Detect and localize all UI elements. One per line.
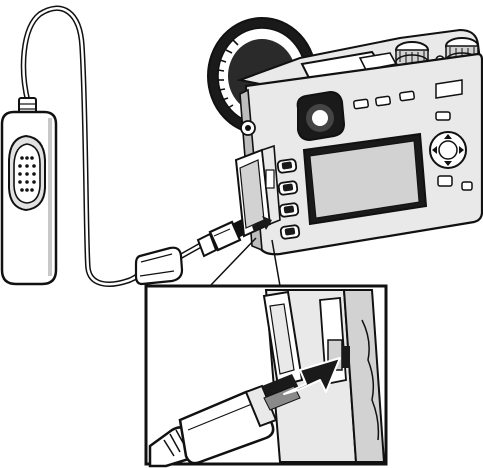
open-terminal-cover-icon (234, 144, 281, 238)
mirrorless-camera-back-icon (207, 17, 483, 256)
micro-usb-plug-icon (196, 218, 250, 258)
insertion-arrow-icon (283, 357, 341, 395)
ferrite-bead-icon (134, 246, 184, 286)
inset-micro-usb-plug (148, 374, 301, 468)
remote-shutter-release-icon (0, 97, 58, 286)
magnified-detail-icon (144, 237, 388, 468)
inset-terminal-cover (262, 290, 304, 388)
